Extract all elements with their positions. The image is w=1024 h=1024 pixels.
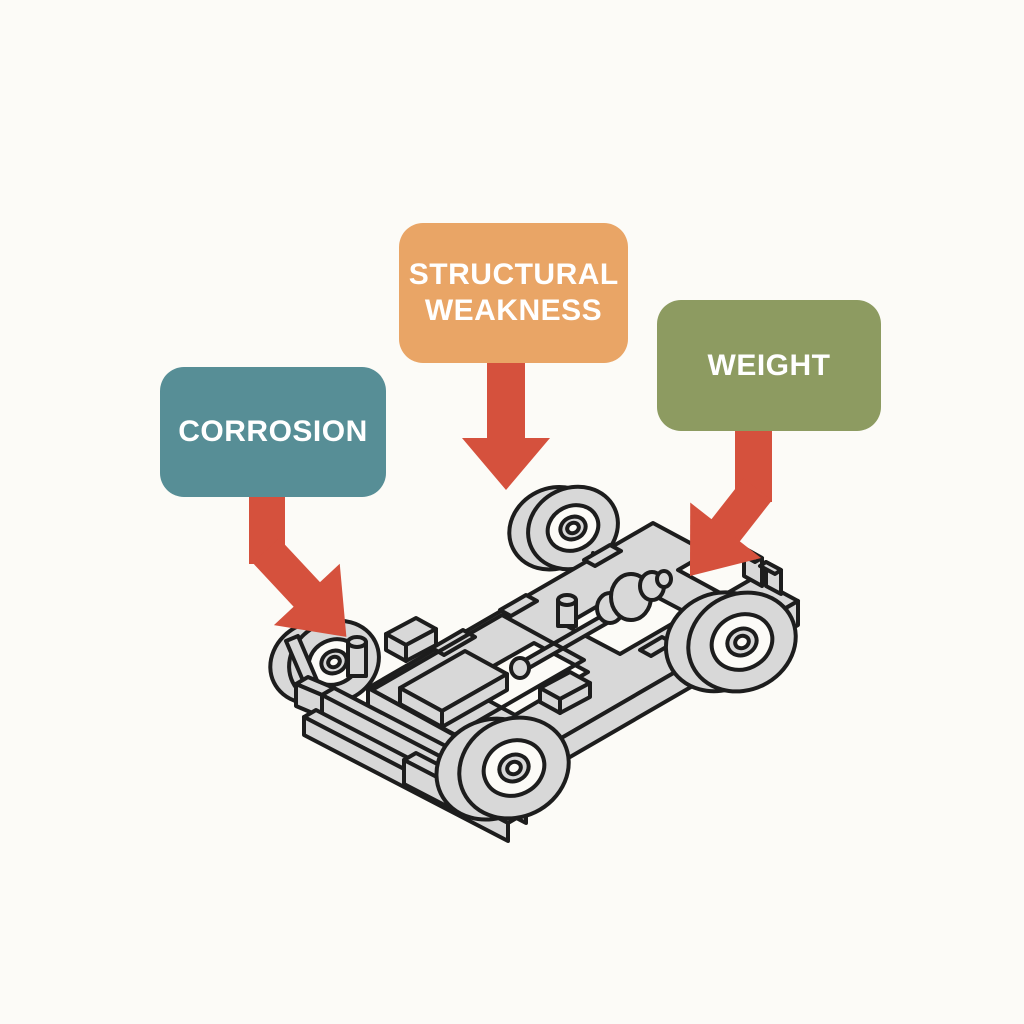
rear-right-wheel-icon [663, 590, 798, 694]
weight-label: WEIGHT [707, 348, 831, 382]
weight-arrow-icon [689, 424, 772, 576]
suspension-mounts [346, 593, 592, 715]
corrosion-label-box: CORROSION [160, 367, 386, 497]
weight-label-box: WEIGHT [657, 300, 881, 431]
corrosion-arrow-icon [249, 488, 347, 637]
frame-slot [498, 593, 539, 618]
engine-bay [370, 613, 586, 737]
front-right-wheel-icon [434, 715, 571, 822]
structural-weakness-label-box: STRUCTURAL WEAKNESS [399, 223, 628, 363]
frame-slot [582, 543, 623, 568]
arrows [249, 356, 772, 637]
car-chassis [268, 484, 800, 843]
structural-weakness-label: STRUCTURAL WEAKNESS [408, 258, 619, 327]
rear-left-wheel-icon [507, 484, 620, 572]
structural-weakness-arrow-icon [462, 356, 550, 490]
corrosion-label: CORROSION [178, 415, 368, 448]
driveshaft [509, 569, 673, 680]
